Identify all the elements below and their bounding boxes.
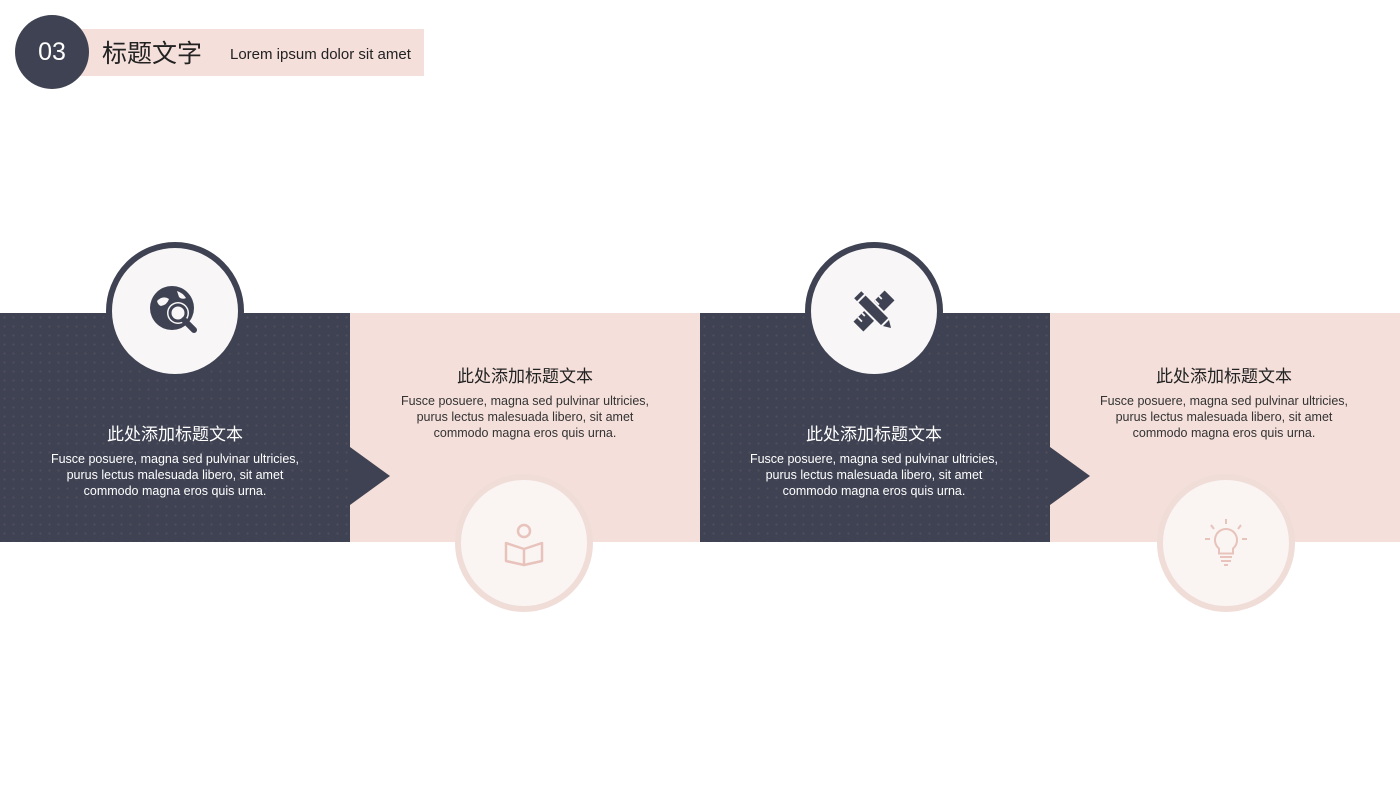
reading-book-icon	[504, 523, 544, 567]
arrow-notch	[1050, 447, 1090, 505]
step-4-content: 此处添加标题文本 Fusce posuere, magna sed pulvin…	[1099, 366, 1349, 441]
step-2-icon-circle	[455, 474, 593, 612]
step-4-text: Fusce posuere, magna sed pulvinar ultric…	[1099, 394, 1349, 440]
step-3-content: 此处添加标题文本 Fusce posuere, magna sed pulvin…	[749, 424, 999, 499]
page-subtitle: Lorem ipsum dolor sit amet	[230, 46, 411, 63]
step-4-title: 此处添加标题文本	[1156, 367, 1292, 386]
globe-search-icon	[150, 286, 197, 333]
header-bar	[52, 29, 424, 76]
step-1-icon-circle	[106, 242, 244, 380]
arrow-notch	[350, 447, 390, 505]
step-3-text: Fusce posuere, magna sed pulvinar ultric…	[749, 452, 999, 498]
step-2-content: 此处添加标题文本 Fusce posuere, magna sed pulvin…	[400, 366, 650, 441]
page-title: 标题文字	[102, 40, 203, 68]
step-3-title: 此处添加标题文本	[806, 425, 942, 444]
step-1-text: Fusce posuere, magna sed pulvinar ultric…	[50, 452, 300, 498]
step-3-icon-circle	[805, 242, 943, 380]
step-2-text: Fusce posuere, magna sed pulvinar ultric…	[400, 394, 650, 440]
step-4-icon-circle	[1157, 474, 1295, 612]
step-1-content: 此处添加标题文本 Fusce posuere, magna sed pulvin…	[50, 424, 300, 499]
lightbulb-icon	[1205, 519, 1247, 566]
step-1-title: 此处添加标题文本	[107, 425, 243, 444]
section-number: 03	[15, 15, 89, 89]
pencil-ruler-icon	[851, 288, 895, 332]
step-2-title: 此处添加标题文本	[457, 367, 593, 386]
